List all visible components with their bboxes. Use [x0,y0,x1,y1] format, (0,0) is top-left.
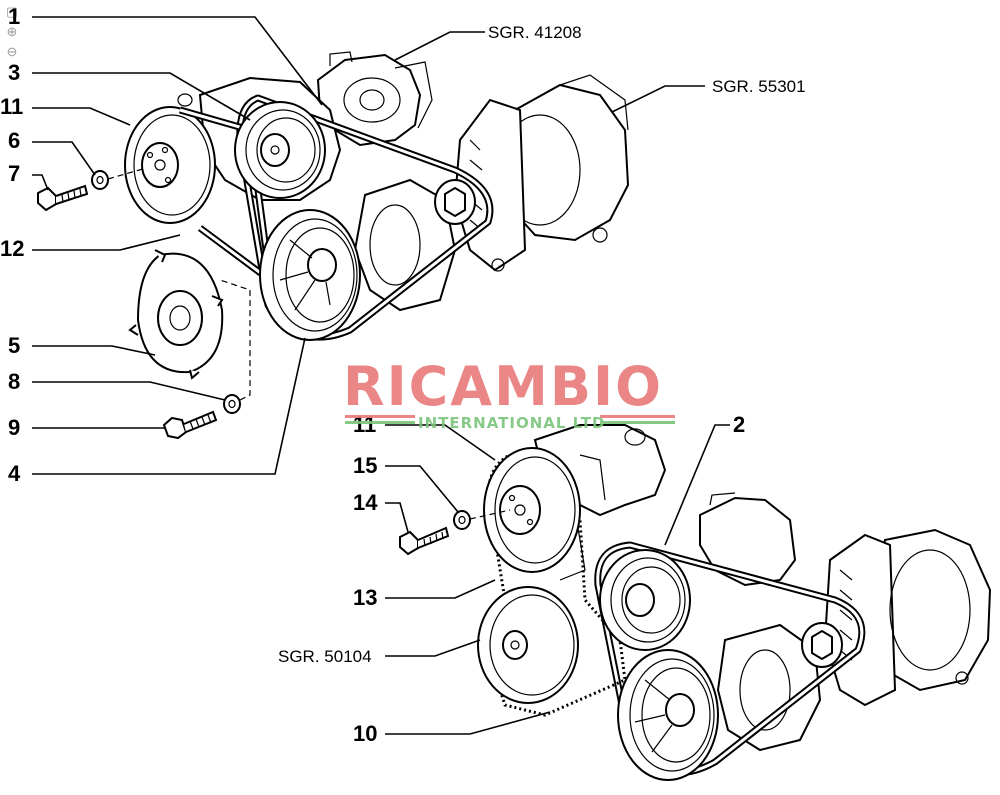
callout-6: 6 [8,128,20,153]
callout-15: 15 [353,453,377,478]
pulley-3-lower [599,549,691,651]
upper-assembly [32,16,705,475]
watermark-subtitle: INTERNATIONAL LTD [418,414,605,432]
hub-plate-5 [128,249,224,380]
tensioner-upper [434,179,476,225]
callout-12: 12 [0,236,24,261]
pulley-4-upper [259,209,361,341]
tensioner-lower [801,622,843,668]
zoom-in-icon[interactable]: ⊕ [6,24,18,39]
callout-13: 13 [353,585,377,610]
steering-pump-upper [316,51,433,147]
callout-9: 9 [8,415,20,440]
washer-6 [91,170,109,190]
callout-7: 7 [8,161,20,186]
callout-11-upper: 11 [0,94,23,119]
engine-block-lower [716,623,822,752]
zoom-out-icon[interactable]: ⊖ [6,44,18,59]
watermark-logo: RICAMBIO INTERNATIONAL LTD [343,355,675,432]
callout-2: 2 [733,412,745,437]
callout-11-lower: 11 [353,412,376,437]
pulley-11-upper [124,106,216,224]
viewer-toolbar: ▢ ⊕ ⊖ [2,4,22,64]
bolt-9 [162,410,218,440]
callout-1: 1 [8,4,20,29]
washer-15 [453,510,471,530]
alternator-lower [823,528,992,707]
callout-14: 14 [353,490,378,515]
alternator-upper [453,74,630,272]
callout-4: 4 [8,461,21,486]
pulley-50104 [477,586,579,704]
callout-8: 8 [8,369,20,394]
pulley-4-lower [617,649,719,781]
watermark-title: RICAMBIO [343,355,663,418]
pulley-3-upper [234,101,326,199]
callout-5: 5 [8,333,20,358]
compressor-lower [699,492,797,587]
page-icon[interactable]: ▢ [5,4,19,19]
callout-10: 10 [353,721,377,746]
bolt-7 [37,184,89,212]
ref-sgr-55301: SGR. 55301 [712,77,806,96]
ref-sgr-50104: SGR. 50104 [278,647,372,666]
callout-3: 3 [8,60,20,85]
ref-sgr-41208: SGR. 41208 [488,23,582,42]
callout-labels: 1 3 11 6 7 12 5 8 9 4 11 15 14 13 10 2 S… [0,4,806,746]
lower-assembly [385,424,992,781]
pulley-11-lower [483,447,581,573]
bolt-14 [399,526,450,556]
washer-8 [223,394,241,414]
